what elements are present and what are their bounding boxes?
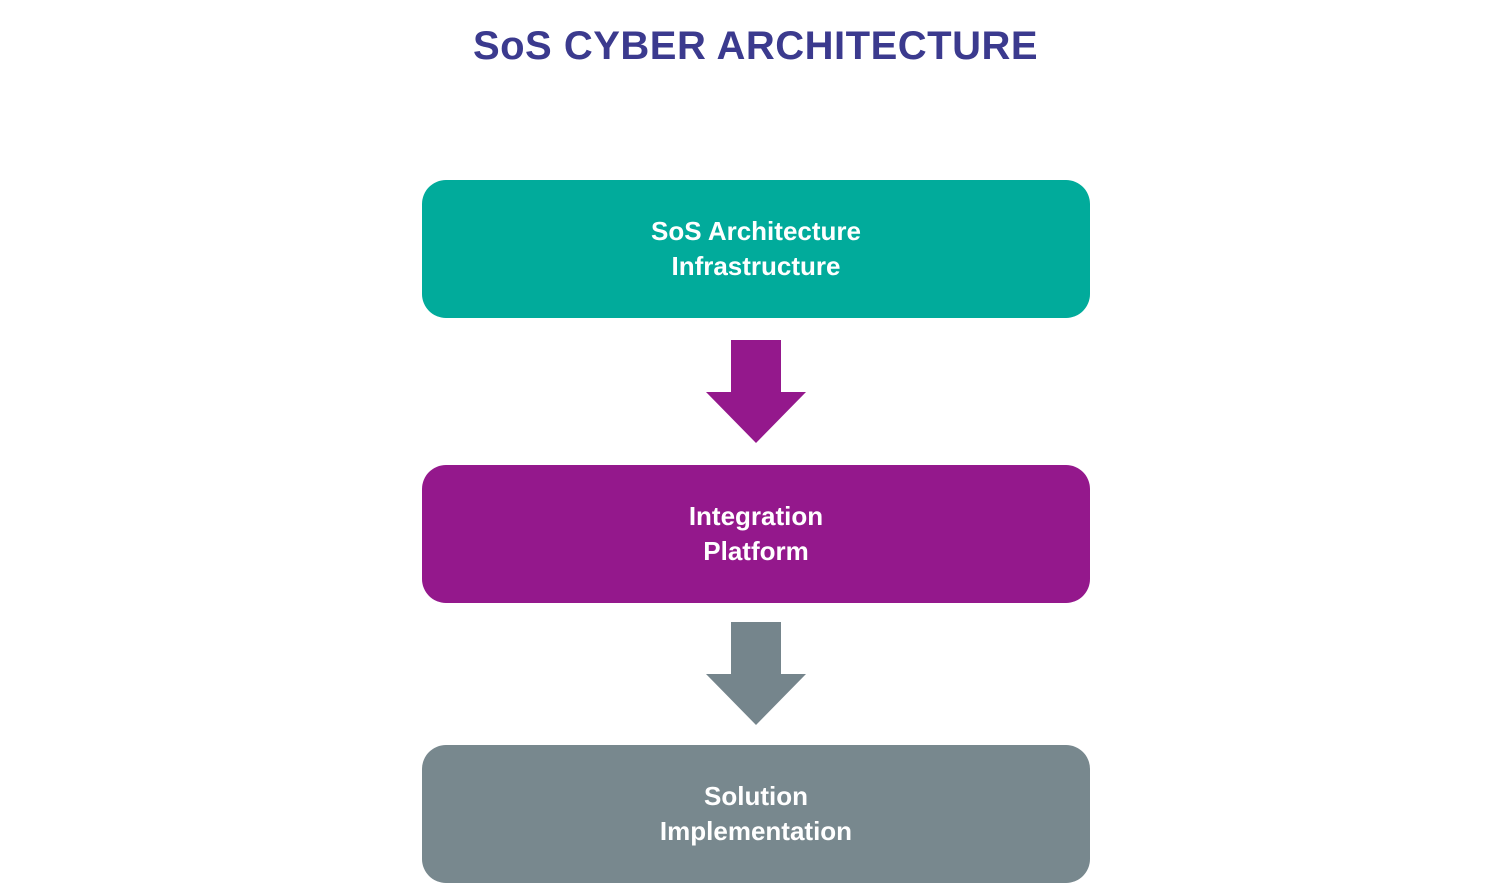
down-arrow-shape [706, 340, 806, 443]
flow-box-solution-implementation: Solution Implementation [422, 745, 1090, 883]
flow-box-integration-platform: Integration Platform [422, 465, 1090, 603]
flow-box-label-line1: SoS Architecture [651, 216, 861, 246]
down-arrow-shape [706, 622, 806, 725]
diagram-title: SoS CYBER ARCHITECTURE [472, 24, 1039, 68]
flow-box-label-line1: Integration [688, 501, 824, 531]
flow-box-label-line1: Solution [704, 781, 808, 811]
down-arrow-icon [706, 622, 806, 725]
down-arrow-icon [706, 340, 806, 443]
flow-box-label-line2: Platform [703, 536, 809, 566]
flow-box-label-line2: Implementation [659, 816, 853, 846]
flow-box-sos-architecture-infrastructure: SoS Architecture Infrastructure [422, 180, 1090, 318]
flow-box-label-line2: Infrastructure [671, 251, 841, 281]
